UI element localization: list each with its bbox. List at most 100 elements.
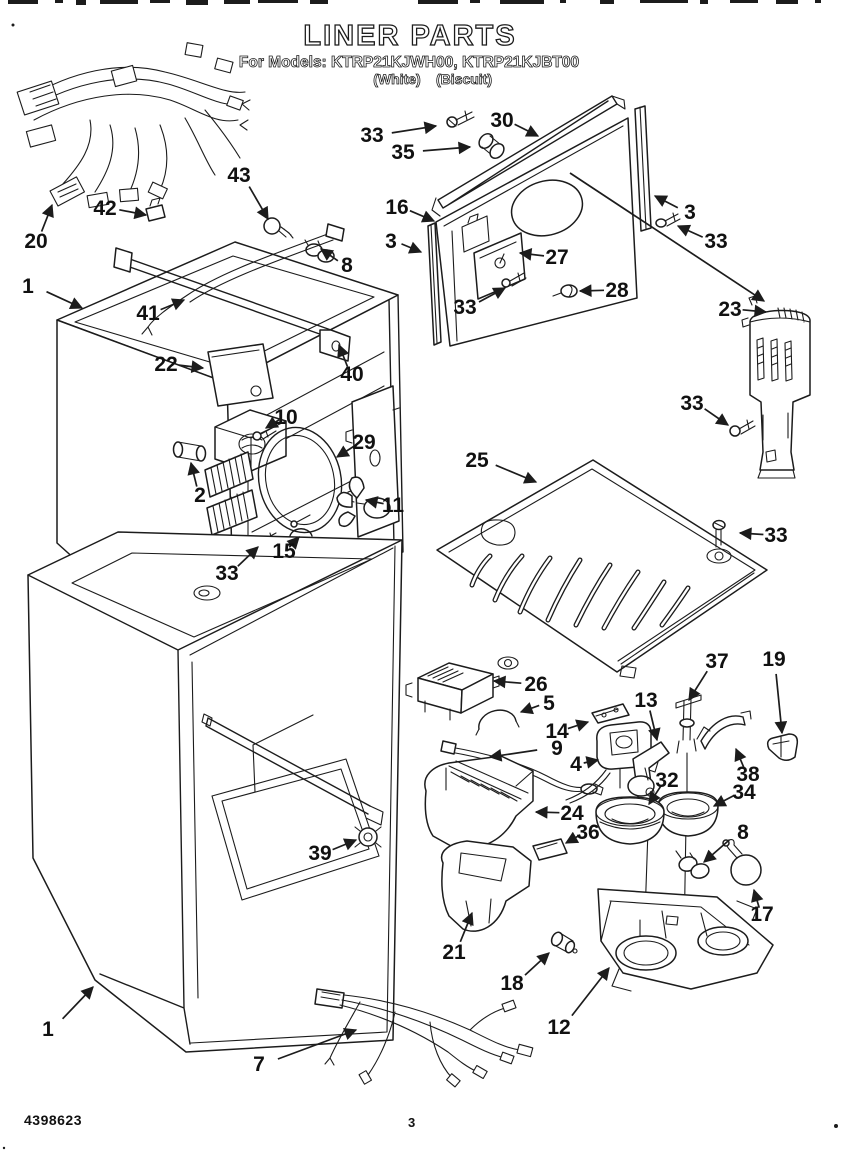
part-callout-13: 13: [634, 689, 657, 712]
callout-arrow-32: [648, 785, 662, 806]
trim-3-left: [427, 222, 442, 346]
part-callout-9: 9: [551, 737, 563, 760]
part-callout-29: 29: [352, 431, 375, 454]
callout-arrow-33: [237, 546, 259, 567]
callout-arrow-17: [751, 888, 764, 908]
part-callout-14: 14: [545, 720, 569, 743]
callout-arrow-1: [61, 986, 94, 1020]
part-callout-11: 11: [382, 494, 405, 517]
callout-arrow-11: [364, 496, 384, 509]
screw-33-panel: [501, 272, 527, 288]
top-rail-30: [431, 95, 626, 217]
fan-shroud-ring: [257, 426, 343, 534]
callout-arrow-29: [335, 445, 356, 458]
shelf-panel-25: [436, 459, 768, 679]
part-callout-12: 12: [547, 1016, 570, 1039]
title-block: LINER PARTS For Models: KTRP21KJWH00, KT…: [238, 19, 579, 87]
callout-arrow-5: [519, 702, 540, 715]
part-callout-3: 3: [385, 230, 397, 253]
part-callout-3: 3: [684, 201, 696, 224]
screw-10: [252, 426, 277, 441]
callout-arrow-21: [459, 911, 474, 943]
part-callout-21: 21: [442, 941, 466, 964]
part-callout-24: 24: [560, 802, 584, 825]
air-duct-24: [424, 755, 534, 850]
part-callout-33: 33: [360, 124, 383, 147]
finish-white: (White): [373, 71, 420, 87]
lamp-clip-42: [145, 197, 166, 222]
part-callout-30: 30: [490, 109, 513, 132]
callout-arrow-37: [688, 670, 708, 702]
callout-arrow-22: [178, 360, 205, 373]
callout-arrow-23: [742, 304, 768, 318]
callout-arrow-10: [264, 416, 280, 429]
part-callout-34: 34: [732, 781, 756, 804]
finish-biscuit: (Biscuit): [436, 71, 492, 87]
part-callout-19: 19: [762, 648, 785, 671]
lamp-18: [550, 931, 578, 954]
wire-harness-bottom: [314, 988, 534, 1088]
part-callout-5: 5: [543, 692, 555, 715]
callout-arrow-15: [286, 536, 300, 550]
callout-arrow-30: [514, 123, 540, 137]
part-callout-33: 33: [215, 562, 238, 585]
part-callout-8: 8: [341, 254, 353, 277]
callout-arrow-33: [676, 224, 704, 238]
part-callout-25: 25: [465, 449, 489, 472]
callout-arrow-2: [187, 461, 200, 487]
cup-32: [595, 796, 665, 845]
callout-arrow-36: [564, 831, 581, 844]
part-callout-33: 33: [764, 524, 787, 547]
cover-plate-22: [207, 343, 274, 407]
callout-arrow-33: [704, 408, 730, 426]
callout-arrow-39: [332, 838, 358, 851]
strap-38: [696, 710, 752, 750]
screw-33-shelf: [712, 519, 726, 548]
part-callout-27: 27: [545, 246, 568, 269]
callout-arrow-12: [571, 966, 610, 1017]
part-callout-37: 37: [705, 650, 728, 673]
screw-33-tower: [729, 419, 756, 437]
part-callout-33: 33: [704, 230, 727, 253]
trim-3-right: [634, 105, 652, 232]
lamp-housing-12: [597, 888, 774, 992]
callout-arrow-41: [160, 298, 186, 311]
socket-8-bottom: [675, 850, 710, 879]
screw-33-right: [655, 212, 681, 228]
grommet-35: [478, 133, 505, 159]
footer-doc-number: 4398623: [24, 1112, 83, 1128]
callout-arrow-20: [40, 203, 54, 232]
capillary-tube-9: [440, 740, 604, 796]
callout-arrow-33: [391, 121, 438, 135]
callout-arrow-8: [319, 248, 339, 262]
callout-arrow-25: [495, 464, 538, 484]
part-callout-28: 28: [605, 279, 629, 302]
callout-arrow-27: [518, 248, 545, 261]
footer-page-number: 3: [408, 1115, 416, 1130]
callout-arrow-43: [248, 186, 269, 221]
part-callout-26: 26: [524, 673, 547, 696]
pad-36: [532, 838, 568, 861]
callout-arrow-33: [738, 527, 764, 541]
panel-to-tower-leader: [569, 172, 766, 302]
callout-arrow-33: [478, 287, 507, 303]
models-line: For Models: KTRP21KJWH00, KTRP21KJBT00: [239, 54, 579, 71]
wire-harness-top: [16, 42, 251, 209]
part-callout-1: 1: [22, 275, 34, 298]
callout-arrow-26: [492, 675, 522, 689]
part-callout-35: 35: [391, 141, 415, 164]
part-callout-7: 7: [253, 1053, 265, 1076]
callout-arrows: [40, 121, 788, 1060]
part-callout-39: 39: [308, 842, 331, 865]
callout-arrow-3: [401, 241, 423, 254]
part-callout-20: 20: [24, 230, 47, 253]
callout-arrow-18: [524, 952, 550, 976]
air-tower-23: [741, 295, 811, 479]
refrigerator-liner: [27, 531, 403, 1053]
callout-arrow-24: [534, 805, 560, 819]
callout-arrow-34: [712, 794, 734, 807]
thermostat-wire-41: [141, 223, 345, 336]
air-duct-21: [440, 840, 532, 932]
callout-arrow-19: [774, 673, 788, 735]
